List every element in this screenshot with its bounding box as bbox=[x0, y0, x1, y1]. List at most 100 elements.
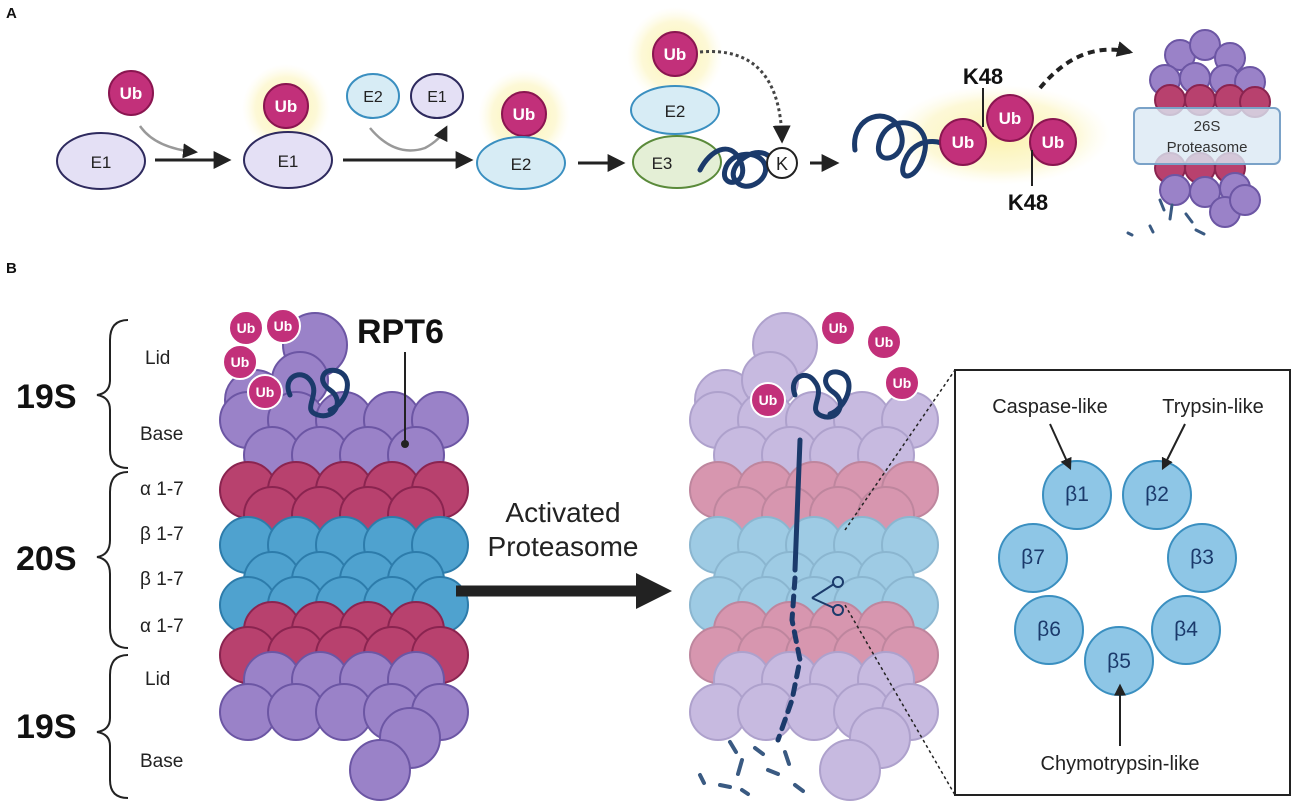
ub-chain-1-label: Ub bbox=[952, 133, 975, 152]
base-subunit bbox=[349, 739, 411, 801]
ub-on-e1 bbox=[263, 83, 309, 129]
brace-19s-top bbox=[96, 319, 129, 469]
brace-20s bbox=[96, 471, 129, 649]
caspase-label: Caspase-like bbox=[992, 396, 1108, 418]
ub-left-3 bbox=[222, 344, 258, 380]
trypsin-arrow bbox=[1161, 423, 1186, 471]
e1-enzyme bbox=[56, 132, 146, 190]
substrate-a2 bbox=[852, 113, 951, 179]
substrate-a1 bbox=[697, 146, 775, 189]
proteasome-label-box bbox=[1133, 107, 1281, 165]
scissors-icon bbox=[811, 576, 844, 616]
trypsin-label: Trypsin-like bbox=[1162, 396, 1264, 418]
lysine-label: K bbox=[776, 154, 788, 174]
ub-free bbox=[108, 70, 154, 116]
k48-bottom-label: K48 bbox=[1008, 190, 1048, 215]
e1-loaded bbox=[243, 131, 333, 189]
beta-subunit bbox=[1167, 523, 1237, 593]
rpt6-dot bbox=[401, 440, 409, 448]
proteasome-label-2: Proteasome bbox=[1167, 139, 1248, 156]
beta-subunit bbox=[1122, 460, 1192, 530]
label-beta-bottom: β 1-7 bbox=[140, 569, 184, 590]
e2-loaded-label: E2 bbox=[511, 155, 532, 174]
ub-on-e2-e3 bbox=[652, 31, 698, 77]
beta6-label: β6 bbox=[1037, 618, 1061, 641]
beta2-label: β2 bbox=[1145, 483, 1169, 506]
mini-subunit bbox=[1159, 174, 1191, 206]
mini-fragments bbox=[1126, 198, 1206, 237]
ub-left-1-label: Ub bbox=[237, 320, 256, 336]
ub-right-4 bbox=[750, 382, 786, 418]
proteasome-26s-left bbox=[219, 312, 469, 801]
beta-ring bbox=[998, 460, 1237, 696]
proteasome-label-1: 26S bbox=[1194, 118, 1221, 135]
mini-subunit bbox=[1229, 184, 1261, 216]
beta-subunit bbox=[1042, 460, 1112, 530]
ub-on-e2 bbox=[501, 91, 547, 137]
ub-right-3 bbox=[884, 365, 920, 401]
ub-left-4-label: Ub bbox=[256, 384, 275, 400]
beta4-label: β4 bbox=[1174, 618, 1198, 641]
ub-chain-2-label: Ub bbox=[999, 109, 1022, 128]
brace-19s-bottom bbox=[96, 654, 129, 799]
caspase-arrow bbox=[1049, 423, 1072, 471]
beta-subunit bbox=[998, 523, 1068, 593]
e2-free bbox=[346, 73, 400, 119]
beta1-label: β1 bbox=[1065, 483, 1089, 506]
ub-right-2-label: Ub bbox=[875, 334, 894, 350]
e1-released bbox=[410, 73, 464, 119]
label-alpha-bottom: α 1-7 bbox=[140, 616, 184, 637]
rpt6-label: RPT6 bbox=[357, 313, 444, 351]
beta7-label: β7 bbox=[1021, 546, 1045, 569]
ub-right-1 bbox=[820, 310, 856, 346]
zoom-line-top bbox=[844, 369, 956, 531]
ub-free-label: Ub bbox=[120, 84, 143, 103]
step4-group: Ub E2 bbox=[476, 70, 626, 190]
mini-subunit bbox=[1189, 29, 1221, 61]
step2-group: Ub E1 bbox=[242, 64, 333, 189]
beta5-label: β5 bbox=[1107, 650, 1131, 673]
step6-group: Ub Ub Ub K48 K48 bbox=[852, 41, 1134, 215]
e2-in-complex bbox=[630, 85, 720, 135]
e3-ligase bbox=[632, 135, 722, 189]
beta3-label: β3 bbox=[1190, 546, 1214, 569]
ub-right-2 bbox=[866, 324, 902, 360]
e2-loaded bbox=[476, 136, 566, 190]
ub-chain-2 bbox=[986, 94, 1034, 142]
substrate-right bbox=[790, 369, 852, 573]
proteasome-26s-right bbox=[689, 312, 939, 801]
ub-on-e2-e3-label: Ub bbox=[664, 45, 687, 64]
arrow-label-2: Proteasome bbox=[488, 531, 639, 562]
label-alpha-top: α 1-7 bbox=[140, 479, 184, 500]
arrow-step3-curve bbox=[369, 125, 448, 152]
base-subunit bbox=[819, 739, 881, 801]
ub-left-4 bbox=[247, 374, 283, 410]
ub-chain-3-label: Ub bbox=[1042, 133, 1065, 152]
label-base-bottom: Base bbox=[140, 751, 183, 772]
ub-chain-1 bbox=[939, 118, 987, 166]
label-lid-bottom: Lid bbox=[145, 669, 170, 690]
ub-right-4-label: Ub bbox=[759, 392, 778, 408]
ub-on-e1-label: Ub bbox=[275, 97, 298, 116]
step1-group: Ub E1 bbox=[56, 70, 232, 190]
panel-b-label: B bbox=[6, 260, 17, 277]
label-base-top: Base bbox=[140, 424, 183, 445]
e3-label: E3 bbox=[652, 154, 673, 173]
ub-left-3-label: Ub bbox=[231, 354, 250, 370]
label-20s: 20S bbox=[16, 540, 77, 578]
peptide-fragments bbox=[698, 740, 805, 796]
step5-group: Ub E2 E3 K bbox=[627, 7, 840, 189]
ub-left-1 bbox=[228, 310, 264, 346]
activation-arrow-head bbox=[636, 573, 672, 609]
lysine bbox=[766, 147, 798, 179]
label-beta-top: β 1-7 bbox=[140, 524, 184, 545]
panel-a-label: A bbox=[6, 5, 17, 22]
label-19s-bottom: 19S bbox=[16, 708, 77, 746]
chymotrypsin-label: Chymotrypsin-like bbox=[1041, 753, 1200, 775]
e1-loaded-label: E1 bbox=[278, 152, 299, 171]
k48-top-label: K48 bbox=[963, 64, 1003, 89]
substrate-left bbox=[285, 367, 350, 419]
ub-on-e2-label: Ub bbox=[513, 105, 536, 124]
beta-ring-inset bbox=[954, 369, 1291, 796]
